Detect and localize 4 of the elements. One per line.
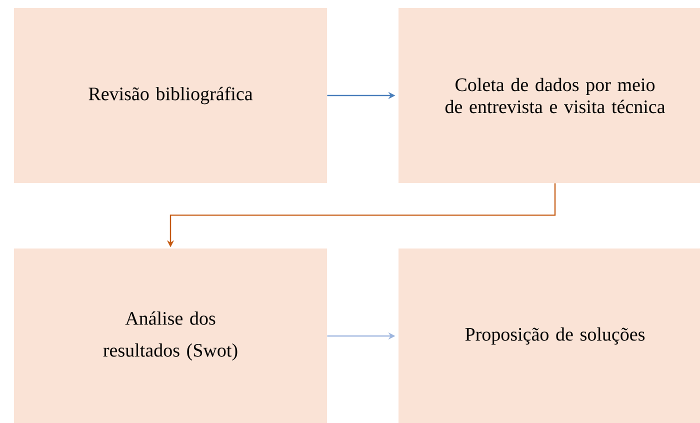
process-box: Proposição de soluções [398, 248, 700, 423]
process-box: Análise dos resultados (Swot) [14, 248, 327, 423]
process-box: Revisão bibliográfica [14, 8, 327, 183]
process-box: Coleta de dados por meio de entrevista e visita técnica [398, 8, 700, 183]
